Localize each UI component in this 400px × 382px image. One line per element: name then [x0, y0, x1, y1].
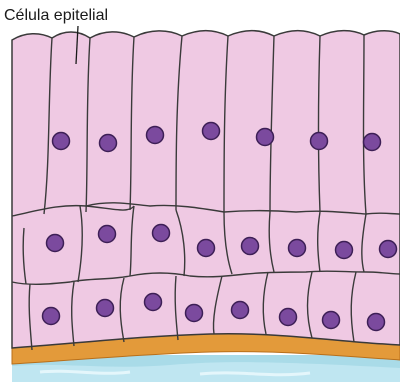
nucleus	[311, 133, 328, 150]
nucleus	[203, 123, 220, 140]
nucleus	[232, 302, 249, 319]
nucleus	[198, 240, 215, 257]
cell-layer	[12, 31, 400, 348]
nucleus	[97, 300, 114, 317]
nucleus	[323, 312, 340, 329]
nucleus	[186, 305, 203, 322]
nucleus	[53, 133, 70, 150]
nucleus	[289, 240, 306, 257]
nucleus	[147, 127, 164, 144]
nucleus	[145, 294, 162, 311]
nucleus	[336, 242, 353, 259]
nucleus	[280, 309, 297, 326]
nucleus	[257, 129, 274, 146]
nucleus	[43, 308, 60, 325]
nucleus	[99, 226, 116, 243]
nucleus	[380, 241, 397, 258]
nucleus	[242, 238, 259, 255]
nucleus	[364, 134, 381, 151]
nucleus	[153, 225, 170, 242]
nucleus	[368, 314, 385, 331]
cell-label: Célula epitelial	[4, 7, 108, 24]
nucleus	[100, 135, 117, 152]
nucleus	[47, 235, 64, 252]
